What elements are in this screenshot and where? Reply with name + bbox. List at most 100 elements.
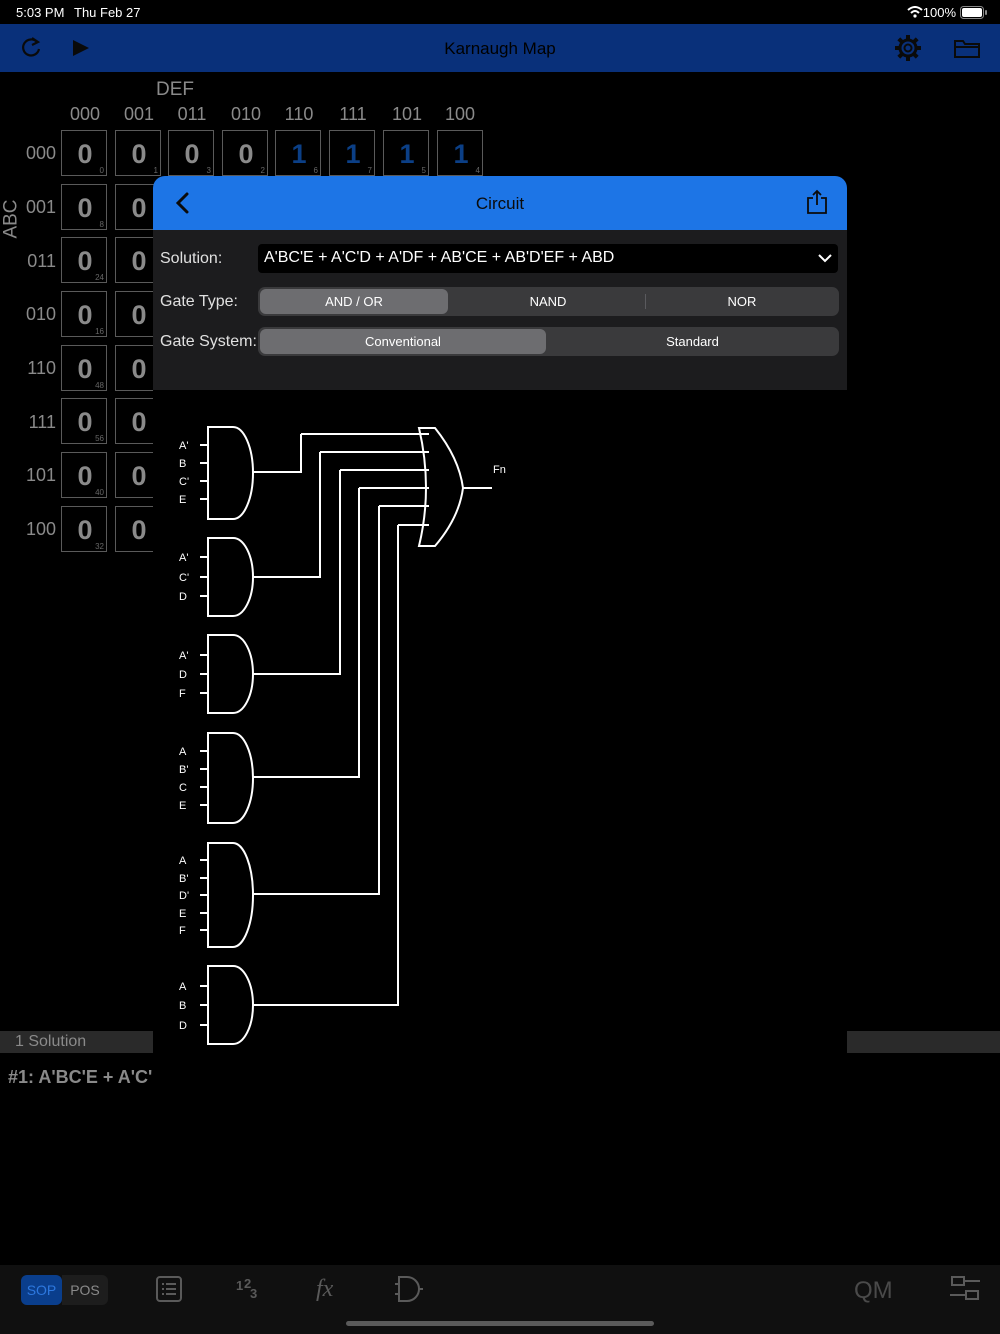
- solution-item[interactable]: #1: A'BC'E + A'C'D: [8, 1067, 166, 1087]
- gate-output-wire: [253, 452, 321, 578]
- row-header: 110: [27, 358, 56, 378]
- svg-text:1: 1: [236, 1278, 243, 1293]
- gate-system-label: Gate System:: [160, 333, 257, 350]
- play-icon[interactable]: [72, 39, 90, 57]
- list-icon[interactable]: [156, 1276, 182, 1302]
- gate-input-label: A': [179, 440, 188, 452]
- modal-title: Circuit: [475, 194, 525, 213]
- cell-index: 1: [153, 166, 158, 175]
- back-chevron-icon[interactable]: [175, 192, 189, 214]
- gate-type-nand[interactable]: NAND: [529, 294, 567, 309]
- cell-value: 0: [131, 461, 147, 491]
- numbers-icon[interactable]: 1 2 3: [234, 1276, 264, 1302]
- cell-index: 32: [95, 542, 104, 551]
- and-gate: [207, 537, 254, 617]
- gate-input-label: D: [179, 1020, 187, 1032]
- cell-value: 0: [131, 246, 147, 276]
- gate-input-label: F: [179, 688, 186, 700]
- solution-value: A'BC'E + A'C'D + A'DF + AB'CE + AB'D'EF …: [264, 249, 615, 266]
- modal-header: Circuit: [153, 176, 847, 230]
- gate-input-label: E: [179, 800, 186, 812]
- cell-value: 0: [77, 407, 93, 437]
- gate-type-control: AND / OR NAND NOR: [258, 287, 839, 316]
- share-icon[interactable]: [806, 189, 828, 215]
- gate-input-label: A: [179, 855, 187, 867]
- cell-index: 24: [95, 273, 104, 282]
- col-header: 110: [284, 104, 314, 124]
- and-gate: [207, 965, 254, 1045]
- gate-icon[interactable]: [393, 1274, 425, 1304]
- cell-value: 1: [291, 139, 307, 169]
- qm-button[interactable]: QM: [854, 1277, 893, 1304]
- gate-input-label: C': [179, 476, 189, 488]
- gate-input-label: F: [179, 925, 186, 937]
- gate-input-label: A: [179, 746, 187, 758]
- cell-value: 0: [131, 139, 147, 169]
- cell-index: 7: [367, 166, 372, 175]
- circuit-settings-icon[interactable]: [948, 1274, 982, 1304]
- segment-divider: [645, 294, 646, 309]
- status-time: 5:03 PM: [16, 5, 65, 20]
- svg-text:fx: fx: [316, 1276, 334, 1302]
- gate-input-label: D: [179, 591, 187, 603]
- battery-percent: 100%: [922, 5, 956, 20]
- function-icon[interactable]: fx: [314, 1274, 346, 1302]
- options-panel: Solution: A'BC'E + A'C'D + A'DF + AB'CE …: [153, 230, 847, 390]
- row-header: 101: [25, 465, 56, 485]
- cell-value: 0: [77, 193, 93, 223]
- gate-output-wire: [253, 470, 341, 675]
- gate-5-inputs: [200, 859, 208, 931]
- gate-input-label: E: [179, 494, 186, 506]
- cell-index: 56: [95, 434, 104, 443]
- gate-system-conventional[interactable]: Conventional: [260, 329, 546, 354]
- row-header: 000: [25, 143, 56, 163]
- sop-toggle[interactable]: SOP: [21, 1275, 62, 1305]
- solution-select[interactable]: A'BC'E + A'C'D + A'DF + AB'CE + AB'D'EF …: [258, 244, 838, 273]
- gate-input-label: D': [179, 890, 189, 902]
- cell-index: 6: [313, 166, 318, 175]
- gate-type-label: Gate Type:: [160, 293, 238, 310]
- solution-label: Solution:: [160, 250, 223, 267]
- gate-input-label: C': [179, 572, 189, 584]
- svg-text:3: 3: [250, 1286, 257, 1301]
- cell-value: 0: [77, 354, 93, 384]
- refresh-icon[interactable]: [20, 36, 42, 60]
- chevron-down-icon: [818, 254, 832, 263]
- gate-input-label: D: [179, 669, 187, 681]
- cell-index: 0: [99, 166, 104, 175]
- col-header: 001: [123, 104, 155, 124]
- gate-input-label: B': [179, 764, 188, 776]
- gear-icon[interactable]: [894, 34, 922, 62]
- gate-output-wire: [253, 506, 380, 895]
- folder-icon[interactable]: [954, 38, 980, 58]
- status-date: Thu Feb 27: [74, 5, 141, 20]
- pos-toggle[interactable]: POS: [62, 1275, 108, 1305]
- gate-output-wire: [253, 525, 399, 1006]
- gate-1-inputs: [200, 444, 208, 500]
- gate-system-standard[interactable]: Standard: [666, 334, 719, 349]
- gate-type-nor[interactable]: NOR: [727, 294, 757, 309]
- gate-6-inputs: [200, 985, 208, 1026]
- gate-type-and-or[interactable]: AND / OR: [260, 289, 448, 314]
- home-indicator: [346, 1321, 654, 1326]
- and-gate: [207, 732, 254, 824]
- gate-output-wire: [253, 434, 302, 473]
- solutions-count: 1 Solution: [15, 1033, 87, 1050]
- row-header: 010: [25, 304, 56, 324]
- gate-input-label: B: [179, 458, 186, 470]
